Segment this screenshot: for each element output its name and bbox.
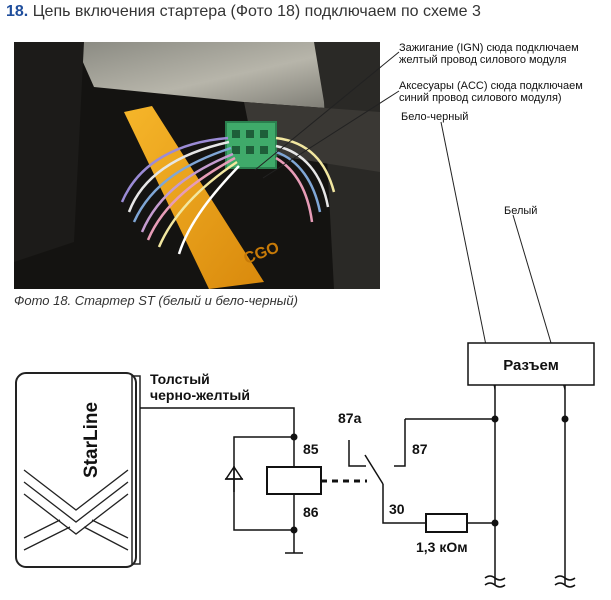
starline-logo: StarLine <box>81 402 102 478</box>
pin-87a-label: 87a <box>338 410 362 426</box>
wire-label-line-1: Толстый <box>150 371 210 387</box>
annotation-leaders <box>254 51 566 391</box>
acc-annotation-line-1: Аксесуары (ACC) сюда подключаем <box>399 80 583 92</box>
wire-label-line-2: черно-желтый <box>150 387 250 403</box>
cable-break-marks <box>484 575 576 588</box>
heading-text: Цепь включения стартера (Фото 18) подклю… <box>32 3 481 20</box>
photo-caption: Фото 18. Стартер ST (белый и бело-черный… <box>14 293 298 308</box>
junction-dots <box>290 415 569 534</box>
wire-bundle <box>120 136 336 255</box>
resistor-label: 1,3 кОм <box>416 539 468 555</box>
metal-bracket <box>74 42 380 112</box>
acc-annotation-line-2: синий провод силового модуля) <box>399 92 562 104</box>
page-heading: 18. Цепь включения стартера (Фото 18) по… <box>6 1 481 23</box>
ign-annotation-line-1: Зажигание (IGN) сюда подключаем <box>399 42 579 54</box>
starline-unit: StarLine <box>15 372 141 568</box>
ign-annotation-line-2: желтый провод силового модуля <box>399 54 567 66</box>
connector-label: Разъем <box>503 357 559 374</box>
pin-30-label: 30 <box>389 501 405 517</box>
starter-wiring-photo: CGO <box>14 42 380 289</box>
pin-87-label: 87 <box>412 441 428 457</box>
pin-86-label: 86 <box>303 504 319 520</box>
resistor <box>425 513 468 533</box>
white-black-annotation: Бело-черный <box>401 111 469 123</box>
photo-illustration: CGO <box>14 42 380 289</box>
acc-annotation: Аксесуары (ACC) сюда подключаем синий пр… <box>399 80 583 104</box>
relay-coil <box>266 466 322 495</box>
white-annotation: Белый <box>504 205 538 217</box>
pin-85-label: 85 <box>303 441 319 457</box>
ign-annotation: Зажигание (IGN) сюда подключаем желтый п… <box>399 42 579 66</box>
flyback-diode <box>224 465 244 480</box>
heading-number: 18. <box>6 3 29 20</box>
green-connector <box>225 121 277 169</box>
connector-box <box>467 342 595 386</box>
